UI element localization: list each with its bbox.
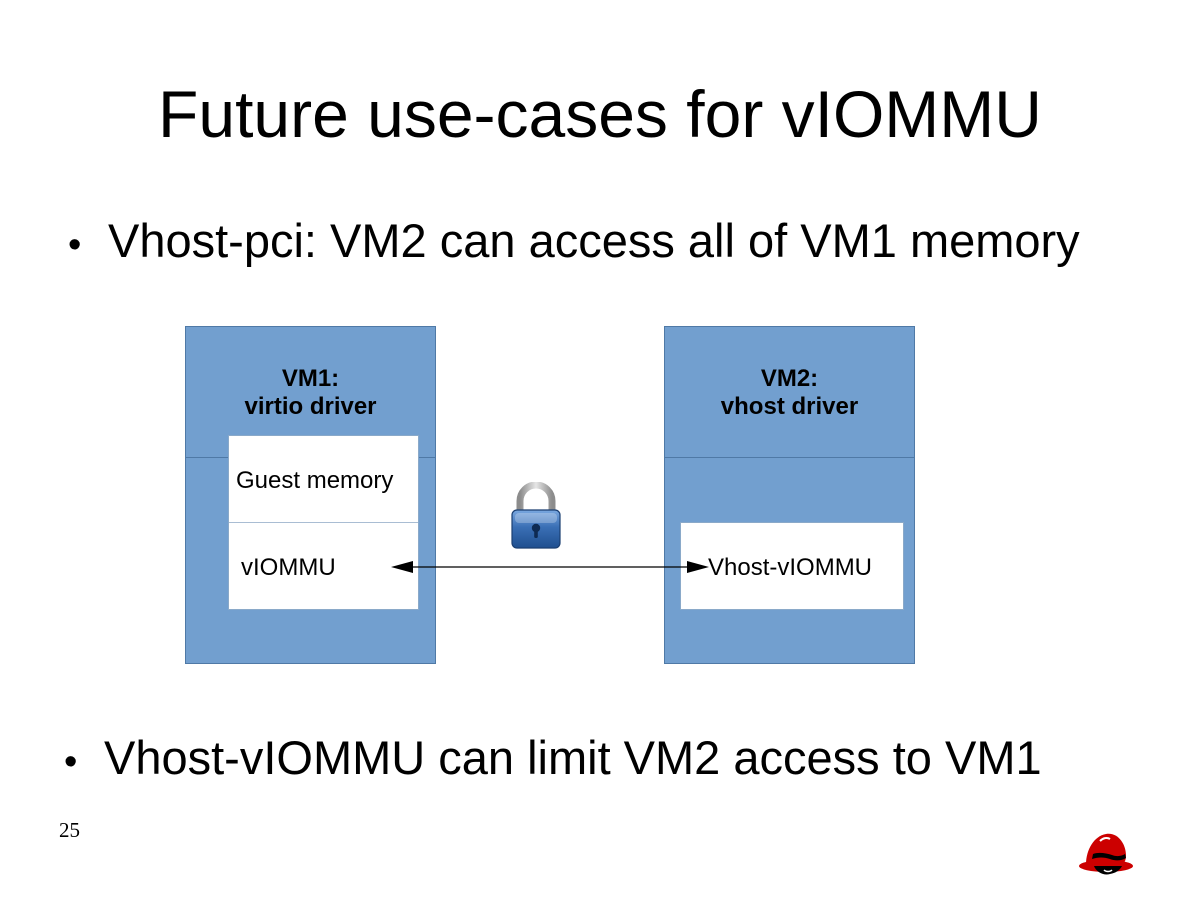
guest-memory-box: Guest memory vIOMMU [228, 435, 419, 610]
bullet-marker: • [64, 741, 78, 783]
bullet-vhost-viommu: • Vhost-vIOMMU can limit VM2 access to V… [64, 731, 1042, 789]
arrow-head-left [391, 561, 413, 573]
bullet-marker: • [68, 224, 82, 266]
viommu-label: vIOMMU [241, 554, 336, 581]
vm1-title-line2: virtio driver [244, 393, 377, 420]
red-hat-shadowman-icon [1079, 833, 1133, 875]
page-number: 25 [59, 818, 80, 842]
bullet-text: Vhost-vIOMMU can limit VM2 access to VM1 [104, 731, 1042, 784]
vm2-title: VM2: vhost driver [665, 365, 914, 421]
arrow-head-right [687, 561, 709, 573]
bullet-vhost-pci: • Vhost-pci: VM2 can access all of VM1 m… [68, 214, 1080, 272]
vm2-divider [665, 457, 914, 458]
vhost-viommu-box: Vhost-vIOMMU [680, 522, 904, 610]
guest-memory-separator [229, 522, 418, 523]
vm2-title-line2: vhost driver [720, 393, 859, 420]
vm1-title-line1: VM1: [281, 365, 340, 392]
slide-title: Future use-cases for vIOMMU [158, 77, 1042, 151]
bullet-text: Vhost-pci: VM2 can access all of VM1 mem… [108, 214, 1080, 267]
vm1-title: VM1: virtio driver [186, 365, 435, 421]
vhost-viommu-label: Vhost-vIOMMU [708, 554, 873, 581]
guest-memory-label: Guest memory [236, 467, 394, 494]
padlock-icon [511, 482, 561, 549]
vm2-title-line1: VM2: [760, 365, 819, 392]
